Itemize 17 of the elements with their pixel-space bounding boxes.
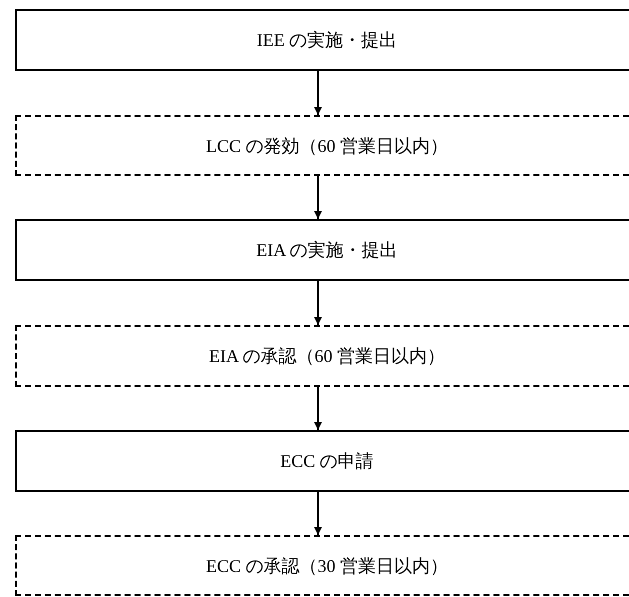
arrow [314, 71, 322, 115]
step-text: EIA の承認（60 営業日以内） [209, 345, 445, 368]
step-text: LCC の発効（60 営業日以内） [206, 134, 448, 158]
process-box [15, 9, 629, 71]
step-text: ECC の承認（30 営業日以内） [206, 554, 448, 578]
arrow [314, 281, 322, 325]
process-box [15, 219, 629, 281]
step-text: IEE の実施・提出 [256, 29, 398, 52]
arrow [314, 176, 322, 219]
step-text: EIA の実施・提出 [256, 239, 398, 262]
arrow [314, 492, 322, 535]
process-box [15, 430, 629, 492]
process-box [15, 325, 629, 387]
process-box [15, 535, 629, 596]
step-text: ECC の申請 [280, 450, 374, 473]
process-box [15, 115, 629, 176]
arrow [314, 387, 322, 430]
